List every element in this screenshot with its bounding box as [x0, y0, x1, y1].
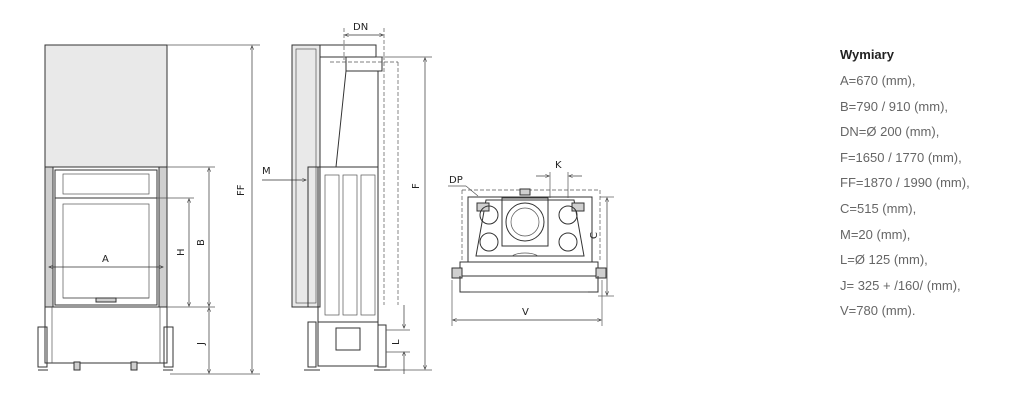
label-j: J [196, 342, 207, 346]
dimension-item: FF=1870 / 1990 (mm), [840, 175, 970, 191]
label-k: K [555, 160, 562, 171]
dimension-item: M=20 (mm), [840, 226, 911, 242]
label-ff: FF [236, 184, 247, 196]
label-m: M [262, 166, 271, 177]
label-b: B [196, 239, 207, 246]
label-f: F [411, 183, 422, 189]
label-l: L [391, 339, 402, 345]
technical-drawing: A H B J FF [37, 22, 614, 375]
label-dn: DN [353, 22, 368, 33]
dimension-item: J= 325 + /160/ (mm), [840, 277, 961, 293]
dimension-item: DN=Ø 200 (mm), [840, 124, 940, 140]
dimensions-panel: Wymiary A=670 (mm), B=790 / 910 (mm), DN… [840, 47, 1025, 324]
label-dp: DP [449, 175, 463, 186]
dimensions-title: Wymiary [840, 47, 894, 62]
dimension-item: F=1650 / 1770 (mm), [840, 149, 962, 165]
label-h: H [176, 248, 187, 256]
dimension-item: V=780 (mm). [840, 303, 916, 319]
dimension-item: B=790 / 910 (mm), [840, 98, 949, 114]
dimension-item: A=670 (mm), [840, 73, 916, 88]
label-v: V [522, 307, 529, 318]
label-a: A [102, 254, 109, 265]
dimensions-list: A=670 (mm), B=790 / 910 (mm), DN=Ø 200 (… [840, 68, 1025, 324]
front-view: A H B J FF [37, 44, 260, 375]
dimension-item: L=Ø 125 (mm), [840, 252, 928, 268]
label-c: C [589, 232, 600, 239]
side-view: DN M F L [262, 22, 432, 374]
top-view: DP K C V [448, 160, 614, 326]
dimension-item: C=515 (mm), [840, 200, 917, 216]
